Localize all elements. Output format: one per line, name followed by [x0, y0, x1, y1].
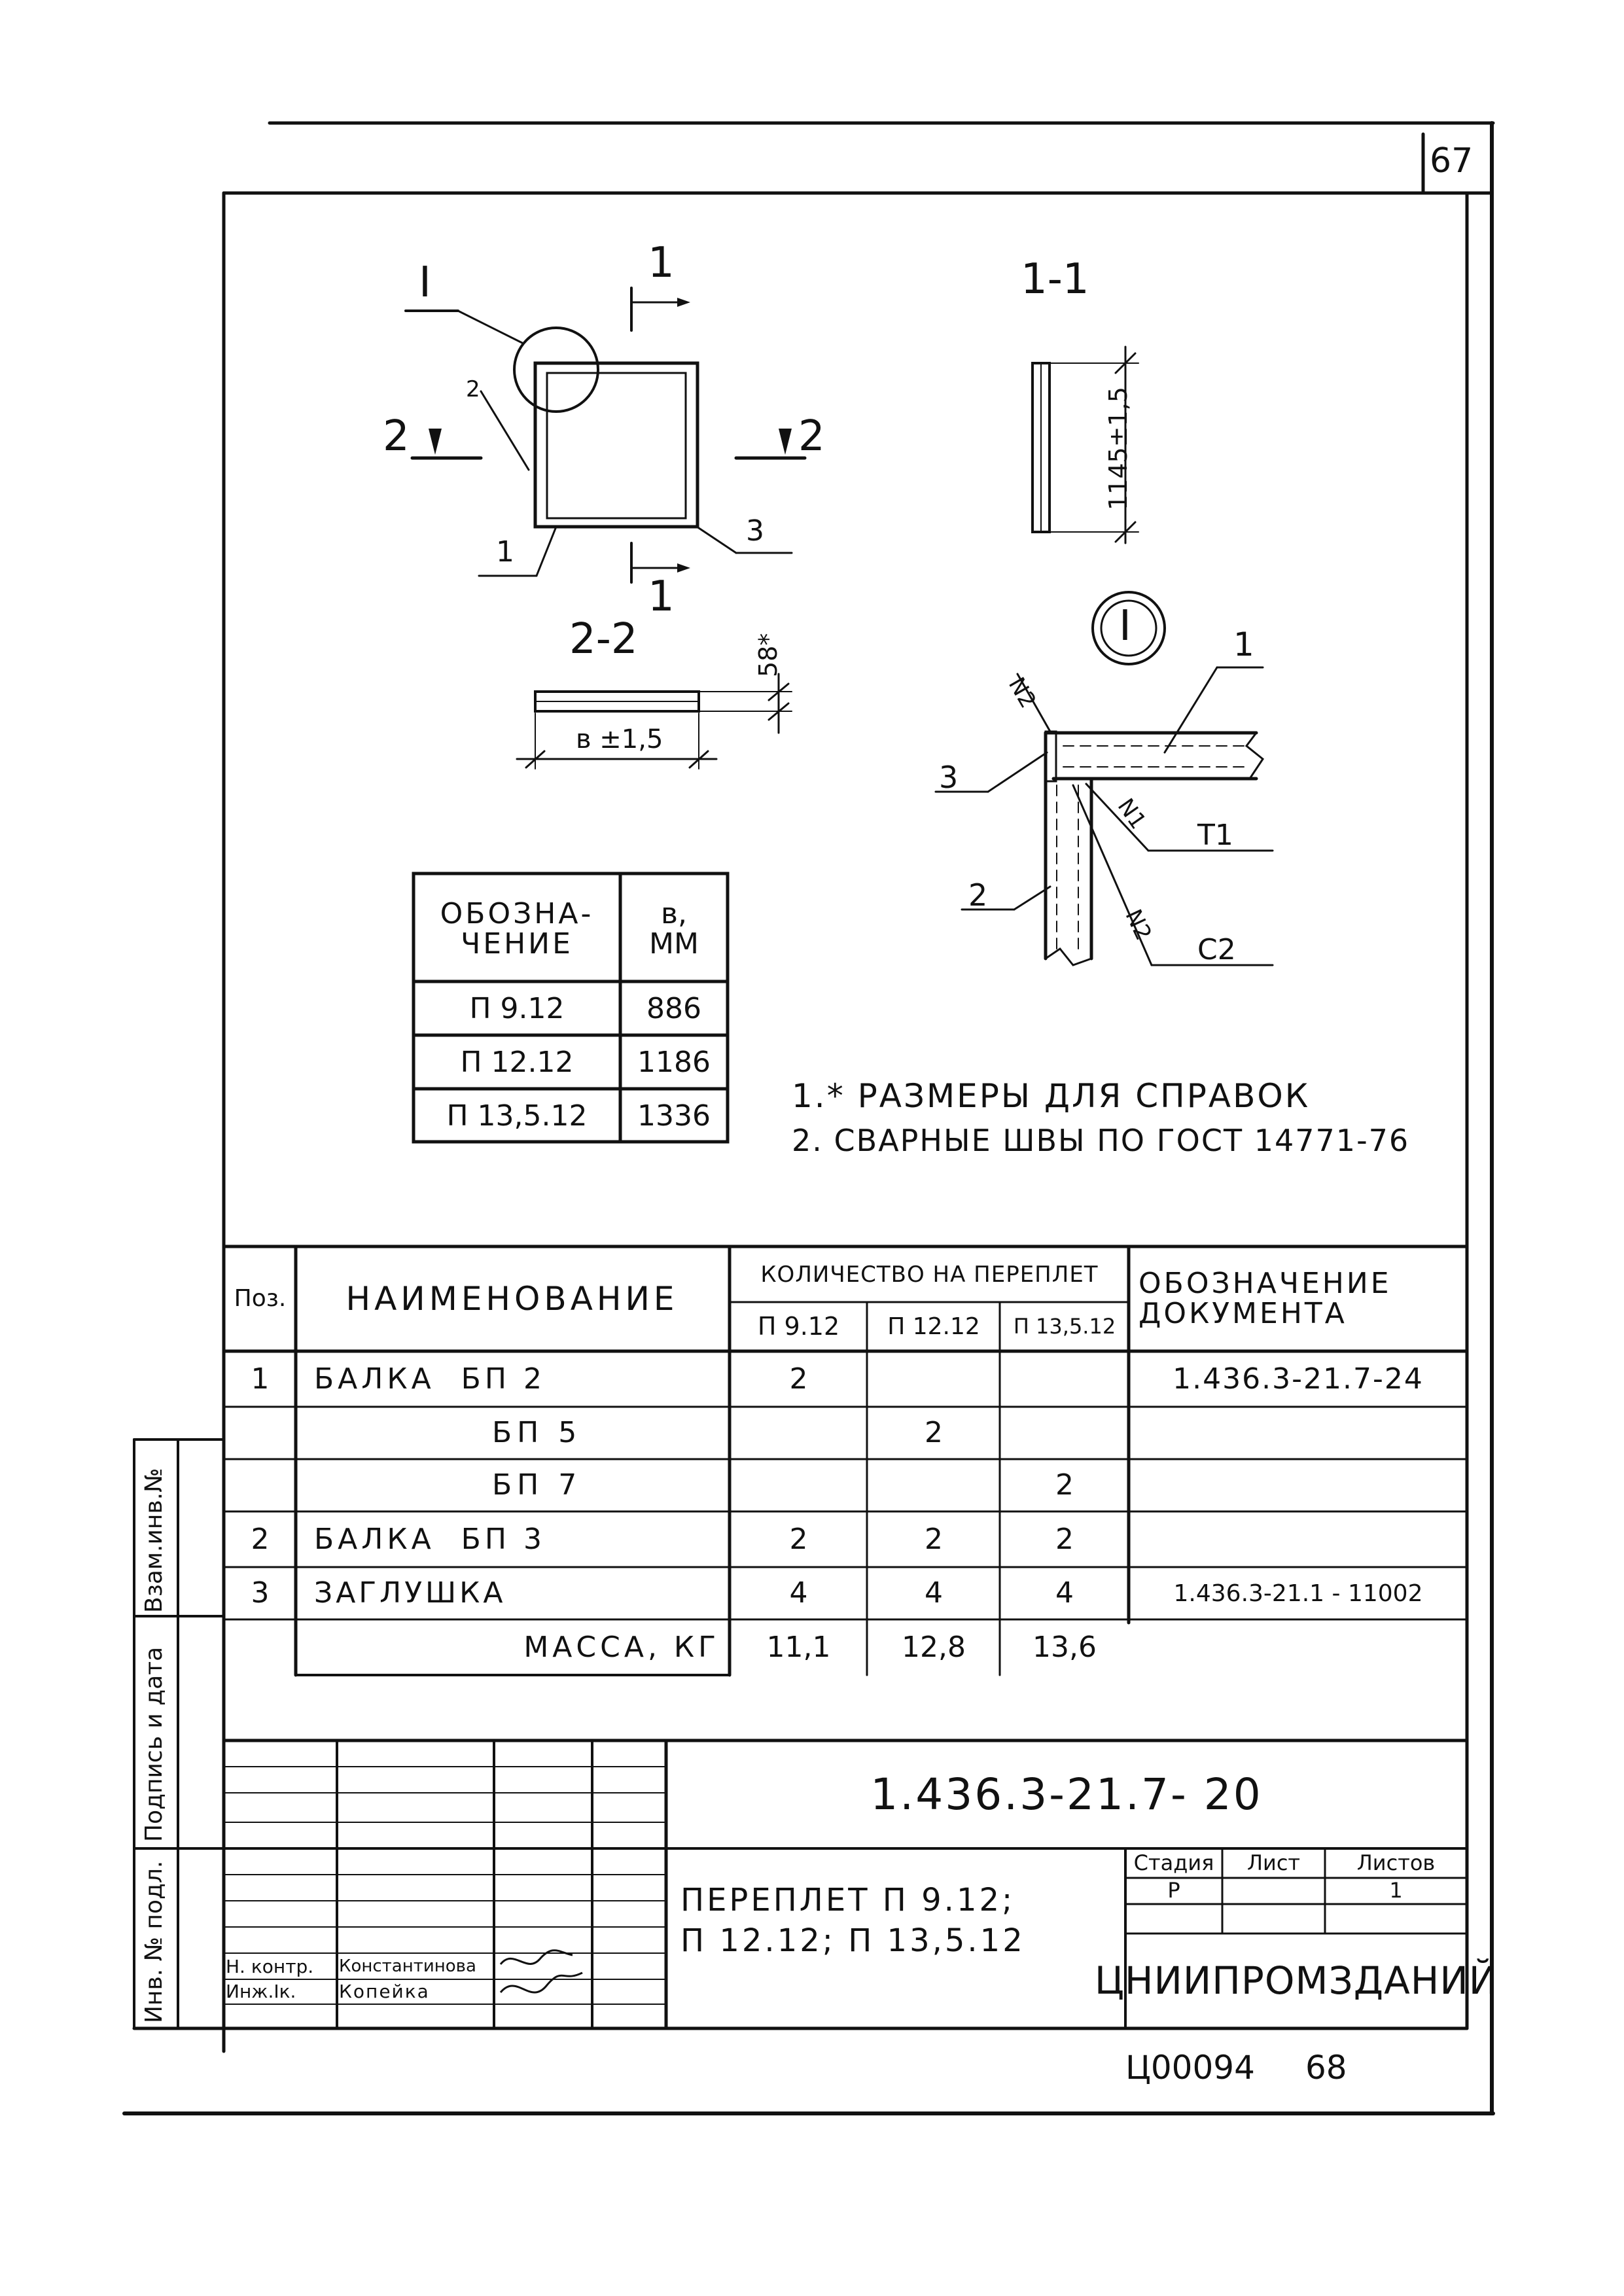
spec-row-6-q2: 12,8 [902, 1630, 966, 1664]
spec-row-5-q2: 4 [925, 1576, 943, 1610]
title-block-sheets-label: Листов [1356, 1850, 1436, 1876]
title-block-stage-value: Р [1167, 1878, 1180, 1903]
spec-row-3-name: БП 7 [492, 1468, 582, 1502]
spec-row-4-pos: 2 [251, 1522, 270, 1556]
spec-header-qty-col-1: П 9.12 [757, 1312, 840, 1341]
part1-label: 1 [496, 535, 514, 569]
spec-header-doc: ОБОЗНАЧЕНИЕ ДОКУМЕНТА [1139, 1266, 1392, 1330]
spec-row-6-doc [1131, 1621, 1466, 1674]
part2-label: 2 [466, 376, 480, 402]
side-stamp-replaced-inv: Взам.инв.№ [141, 1468, 168, 1613]
spec-row-4-name: БАЛКА БП 3 [314, 1522, 546, 1556]
footer-archive-number: Ц00094 [1125, 2049, 1255, 2087]
spec-row-3-doc [1131, 1461, 1466, 1510]
note-2: 2. СВАРНЫЕ ШВЫ ПО ГОСТ 14771-76 [792, 1123, 1410, 1158]
spec-header-name: НАИМЕНОВАНИЕ [345, 1279, 679, 1318]
section2-right-label: 2 [798, 412, 825, 461]
section1-bottom-label: 1 [648, 573, 675, 621]
signer-2-name: Копейка [339, 1981, 430, 2003]
detail-i-part2: 2 [968, 877, 988, 913]
note-1: 1.* РАЗМЕРЫ ДЛЯ СПРАВОК [792, 1077, 1311, 1115]
spec-header-qty-col-3: П 13,5.12 [1013, 1314, 1116, 1339]
weld-t1-label: Т1 [1197, 819, 1233, 852]
dim-table-row-2-designation: П 12.12 [460, 1046, 574, 1080]
section1-top-label: 1 [648, 239, 675, 287]
title-block-stage-label: Стадия [1133, 1850, 1214, 1876]
dim-table-row-1-designation: П 9.12 [469, 992, 565, 1026]
detail-i-title: I [1119, 602, 1131, 650]
spec-row-6-pos [226, 1621, 294, 1674]
side-stamp-signature-date: Подпись и дата [141, 1646, 168, 1842]
spec-row-5-q3: 4 [1055, 1576, 1074, 1610]
spec-row-2-q1 [732, 1409, 866, 1458]
spec-row-2-q3 [1001, 1409, 1128, 1458]
spec-row-2-q2: 2 [925, 1416, 943, 1450]
detail-mark-label: I [419, 258, 431, 307]
part3-label: 3 [746, 514, 764, 548]
dim-table-row-1-width: 886 [646, 992, 701, 1026]
spec-row-3-q3: 2 [1055, 1468, 1074, 1502]
spec-row-6-q1: 11,1 [766, 1630, 831, 1664]
spec-row-6-name: МАССА, КГ [523, 1630, 720, 1664]
signer-2-role: Инж.Iк. [226, 1981, 296, 2003]
section-2-2-title: 2-2 [569, 615, 638, 663]
spec-row-1-doc: 1.436.3-21.7-24 [1173, 1362, 1424, 1396]
section-1-1-dimension: 1145±1,5 [1104, 387, 1133, 510]
spec-row-1-q3 [1001, 1353, 1128, 1405]
dim-table-row-2-width: 1186 [637, 1046, 711, 1080]
spec-header-pos: Поз. [234, 1285, 287, 1313]
dim-table-header-designation: ОБОЗНА- ЧЕНИЕ [440, 896, 594, 961]
section-2-2-width-dim: в ±1,5 [576, 724, 663, 754]
spec-row-4-doc [1131, 1513, 1466, 1566]
spec-row-2-doc [1131, 1409, 1466, 1458]
weld-c2-label: С2 [1197, 933, 1236, 966]
dim-table-header-width: в, ММ [649, 896, 699, 961]
title-block-doc-code: 1.436.3-21.7- 20 [870, 1769, 1263, 1820]
spec-row-4-q1: 2 [789, 1522, 808, 1556]
spec-row-5-pos: 3 [251, 1576, 270, 1610]
detail-i-part1: 1 [1233, 626, 1254, 663]
spec-row-1-name: БАЛКА БП 2 [314, 1362, 546, 1396]
section-1-1-title: 1-1 [1021, 255, 1089, 304]
detail-i-part3: 3 [939, 760, 959, 795]
spec-row-2-name: БП 5 [492, 1416, 582, 1450]
spec-row-6-q3: 13,6 [1033, 1630, 1097, 1664]
title-block-title: ПЕРЕПЛЕТ П 9.12; П 12.12; П 13,5.12 [680, 1881, 1025, 1959]
title-block-sheets-value: 1 [1389, 1878, 1403, 1903]
spec-row-2-pos [226, 1409, 294, 1458]
spec-row-5-name: ЗАГЛУШКА [314, 1576, 506, 1610]
signer-1-role: Н. контр. [226, 1956, 314, 1978]
signer-1-name: Константинова [339, 1956, 476, 1977]
footer-page: 68 [1305, 2049, 1347, 2087]
title-block-organization: ЦНИИПРОМЗДАНИЙ [1094, 1958, 1498, 2004]
spec-header-qty: КОЛИЧЕСТВО НА ПЕРЕПЛЕТ [760, 1262, 1099, 1288]
section2-left-label: 2 [383, 412, 410, 461]
spec-header-qty-col-2: П 12.12 [887, 1313, 980, 1341]
spec-row-1-q2 [869, 1353, 998, 1405]
spec-row-4-q2: 2 [925, 1522, 943, 1556]
spec-row-5-q1: 4 [789, 1576, 808, 1610]
dim-table-row-3-designation: П 13,5.12 [446, 1099, 588, 1133]
title-block-sheet-value [1224, 1879, 1324, 1903]
spec-row-3-pos [226, 1461, 294, 1510]
side-stamp-inventory-original: Инв. № подл. [141, 1860, 168, 2023]
spec-row-3-q1 [732, 1461, 866, 1510]
spec-row-4-q3: 2 [1055, 1522, 1074, 1556]
spec-row-5-doc: 1.436.3-21.1 - 11002 [1173, 1580, 1423, 1607]
dim-table-row-3-width: 1336 [637, 1099, 711, 1133]
title-block-sheet-label: Лист [1246, 1850, 1301, 1876]
spec-row-1-pos: 1 [251, 1362, 270, 1396]
spec-row-1-q1: 2 [789, 1362, 808, 1396]
spec-row-3-q2 [869, 1461, 998, 1510]
page-number: 67 [1430, 141, 1474, 181]
section-2-2-height-dim: 58* [754, 633, 783, 677]
